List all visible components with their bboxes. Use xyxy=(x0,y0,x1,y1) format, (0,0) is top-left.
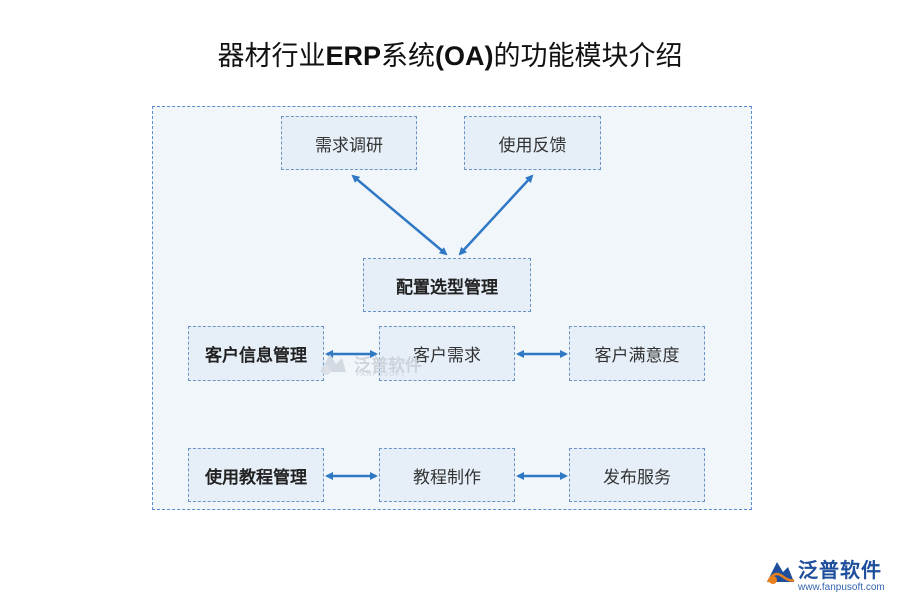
title-part-5: 的功能模块介绍 xyxy=(493,41,683,72)
title-part-3: 系统 xyxy=(381,41,436,72)
node-customer-info: 客户信息管理 xyxy=(188,326,324,381)
node-demand-research: 需求调研 xyxy=(281,116,417,170)
title-part-1: 器材行业 xyxy=(217,41,326,72)
brand-logo-icon xyxy=(766,562,795,584)
watermark-sub: FANPUSOFT xyxy=(356,370,406,378)
node-publish-service: 发布服务 xyxy=(569,448,705,502)
node-tutorial-making: 教程制作 xyxy=(379,448,515,502)
brand-url: www.fanpusoft.com xyxy=(798,582,885,593)
brand-name: 泛普软件 xyxy=(798,558,882,582)
title-part-2: ERP xyxy=(325,41,382,71)
watermark-logo-icon xyxy=(320,354,346,375)
watermark: 泛普软件 FANPUSOFT xyxy=(316,348,422,378)
node-customer-demand: 客户需求 xyxy=(379,326,515,381)
node-usage-feedback: 使用反馈 xyxy=(464,116,601,170)
watermark-text: 泛普软件 xyxy=(354,355,422,376)
node-config-selection: 配置选型管理 xyxy=(363,258,531,312)
title-part-4: (OA) xyxy=(435,41,494,71)
node-customer-satisfaction: 客户满意度 xyxy=(569,326,705,381)
node-tutorial-mgmt: 使用教程管理 xyxy=(188,448,324,502)
page-title: 器材行业ERP系统(OA)的功能模块介绍 xyxy=(0,34,900,73)
brand-logo: 泛普软件 www.fanpusoft.com xyxy=(764,552,894,598)
